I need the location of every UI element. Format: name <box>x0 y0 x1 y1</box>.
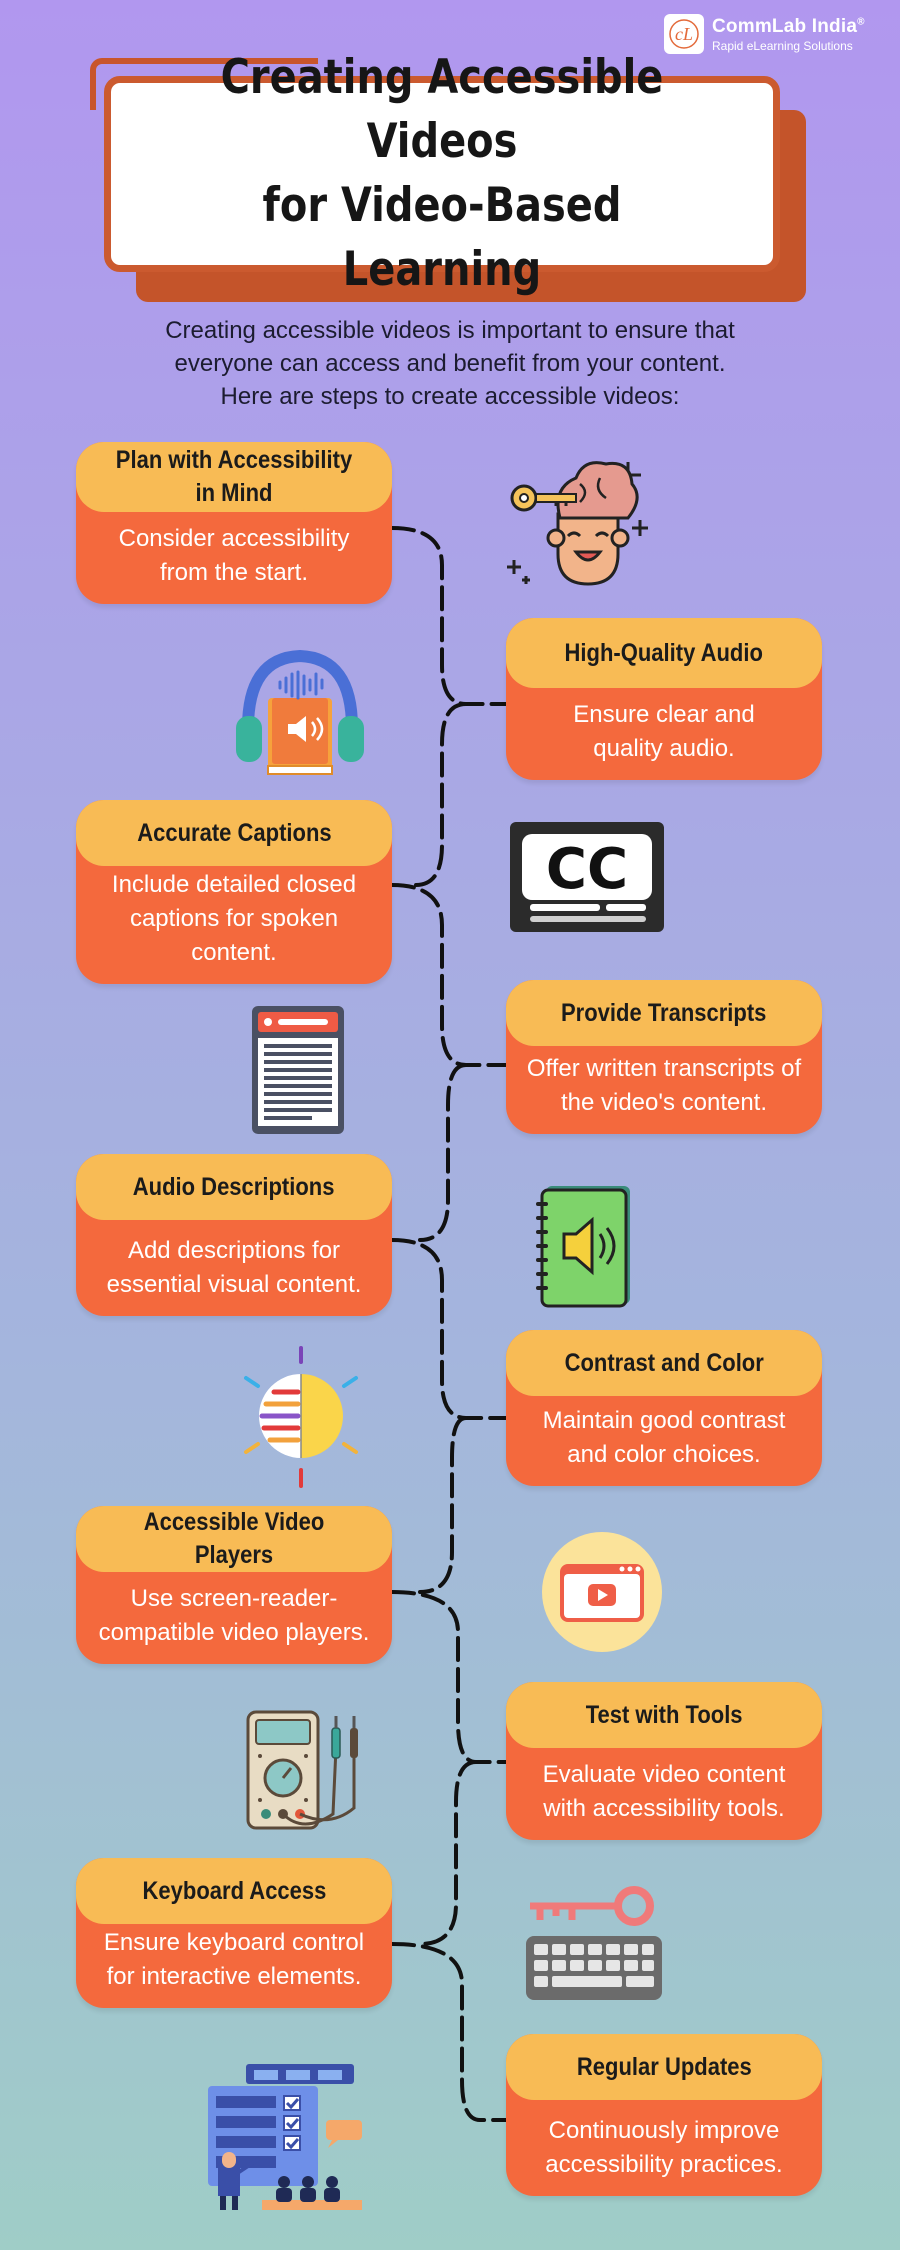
brand-name: CommLab India <box>712 15 858 37</box>
brand-tagline: Rapid eLearning Solutions <box>712 38 853 53</box>
page-title: Creating Accessible Videos for Video-Bas… <box>220 50 664 297</box>
brain-key-head-icon <box>507 461 648 586</box>
speaker-book-icon <box>536 1186 630 1308</box>
step-title-captions: Accurate Captions <box>76 800 392 866</box>
step-title-players: Accessible Video Players <box>76 1506 392 1572</box>
step-card-descriptions: Audio Descriptions Add descriptions for … <box>76 1154 392 1316</box>
transcript-document-icon <box>252 1006 344 1134</box>
step-card-players: Accessible Video Players Use screen-read… <box>76 1506 392 1664</box>
step-text-keyboard: Ensure keyboard control for interactive … <box>103 1929 365 1990</box>
step-card-transcripts: Provide Transcripts Offer written transc… <box>506 980 822 1134</box>
multimeter-icon <box>246 1710 358 1830</box>
step-card-updates: Regular Updates Continuously improve acc… <box>506 2034 822 2196</box>
closed-captions-icon: CC <box>510 822 664 932</box>
video-player-icon <box>542 1532 662 1652</box>
step-title-descriptions: Audio Descriptions <box>76 1154 392 1220</box>
intro-text: Creating accessible videos is important … <box>165 317 735 410</box>
title-card: Creating Accessible Videos for Video-Bas… <box>104 50 780 297</box>
step-text-captions: Include detailed closed captions for spo… <box>111 871 357 966</box>
headphones-icon <box>236 649 364 775</box>
step-text-players: Use screen-reader-compatible video playe… <box>98 1585 370 1646</box>
keyboard-key-icon <box>526 1886 662 2000</box>
contrast-sun-icon <box>244 1346 358 1488</box>
step-text-descriptions: Add descriptions for essential visual co… <box>106 1237 362 1298</box>
step-card-tools: Test with Tools Evaluate video content w… <box>506 1682 822 1840</box>
commlab-logo-icon: cL <box>664 14 704 54</box>
step-text-contrast: Maintain good contrast and color choices… <box>542 1407 786 1468</box>
brand-logo: cL CommLab India® Rapid eLearning Soluti… <box>664 14 865 54</box>
step-card-keyboard: Keyboard Access Ensure keyboard control … <box>76 1858 392 2008</box>
svg-text:cL: cL <box>675 24 693 44</box>
step-title-contrast: Contrast and Color <box>506 1330 822 1396</box>
step-title-audio: High-Quality Audio <box>506 618 822 688</box>
title-decoration <box>90 58 318 110</box>
step-text-tools: Evaluate video content with accessibilit… <box>542 1761 786 1822</box>
step-title-keyboard: Keyboard Access <box>76 1858 392 1924</box>
svg-text:CC: CC <box>546 837 628 902</box>
step-title-transcripts: Provide Transcripts <box>506 980 822 1046</box>
step-title-updates: Regular Updates <box>506 2034 822 2100</box>
step-title-tools: Test with Tools <box>506 1682 822 1748</box>
registered-mark: ® <box>857 16 865 28</box>
step-card-audio: High-Quality Audio Ensure clear and qual… <box>506 618 822 780</box>
step-text-plan: Consider accessibility from the start. <box>118 525 350 586</box>
step-text-audio: Ensure clear and quality audio. <box>573 701 755 762</box>
step-text-transcripts: Offer written transcripts of the video's… <box>526 1055 802 1116</box>
step-card-captions: Accurate Captions Include detailed close… <box>76 800 392 984</box>
step-text-updates: Continuously improve accessibility pract… <box>545 2117 783 2178</box>
step-title-plan: Plan with Accessibility in Mind <box>76 442 392 512</box>
presentation-board-icon <box>208 2064 362 2210</box>
step-card-contrast: Contrast and Color Maintain good contras… <box>506 1330 822 1486</box>
step-card-plan: Plan with Accessibility in Mind Consider… <box>76 442 392 604</box>
